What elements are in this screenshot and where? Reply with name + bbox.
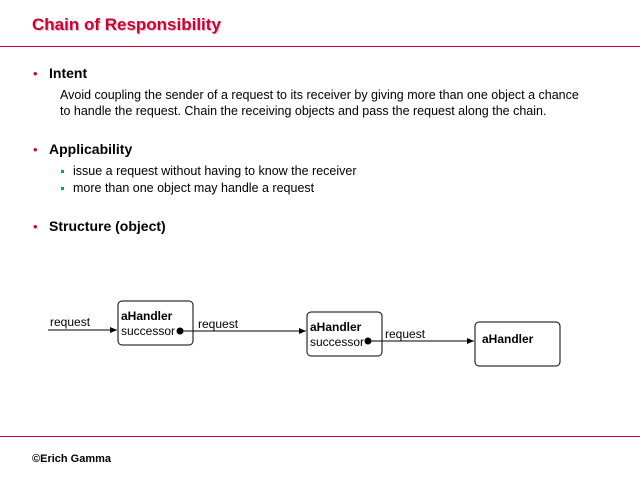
- sub-bullet-icon: [61, 170, 64, 173]
- request-label-in: request: [50, 315, 91, 329]
- handler-2-successor: successor: [310, 335, 364, 349]
- intent-heading: Intent: [49, 65, 88, 81]
- bullet-dot: •: [33, 66, 38, 81]
- applicability-item-2: more than one object may handle a reques…: [73, 181, 315, 195]
- handler-3-name: aHandler: [482, 332, 534, 346]
- request-label-2-3: request: [385, 327, 426, 341]
- handler-1-name: aHandler: [121, 309, 173, 323]
- bullet-dot: •: [33, 219, 38, 234]
- bullet-dot: •: [33, 142, 38, 157]
- request-label-1-2: request: [198, 317, 239, 331]
- intent-line-2: to handle the request. Chain the receivi…: [60, 104, 547, 118]
- intent-text: Avoid coupling the sender of a request t…: [60, 87, 620, 119]
- handler-1-successor: successor: [121, 324, 175, 338]
- copyright-footer: ©Erich Gamma: [32, 453, 112, 465]
- bottom-divider: [0, 436, 640, 437]
- top-divider: [0, 46, 640, 47]
- intent-line-1: Avoid coupling the sender of a request t…: [60, 88, 579, 102]
- applicability-item-1: issue a request without having to know t…: [73, 164, 357, 178]
- handler-box-1: [117, 300, 194, 346]
- slide-title: Chain of Responsibility: [32, 15, 221, 34]
- handler-2-name: aHandler: [310, 320, 362, 334]
- handler-box-2: [306, 311, 383, 357]
- structure-heading: Structure (object): [49, 218, 166, 234]
- sub-bullet-icon: [61, 187, 64, 190]
- handler-box-3: [474, 321, 561, 367]
- applicability-heading: Applicability: [49, 141, 133, 157]
